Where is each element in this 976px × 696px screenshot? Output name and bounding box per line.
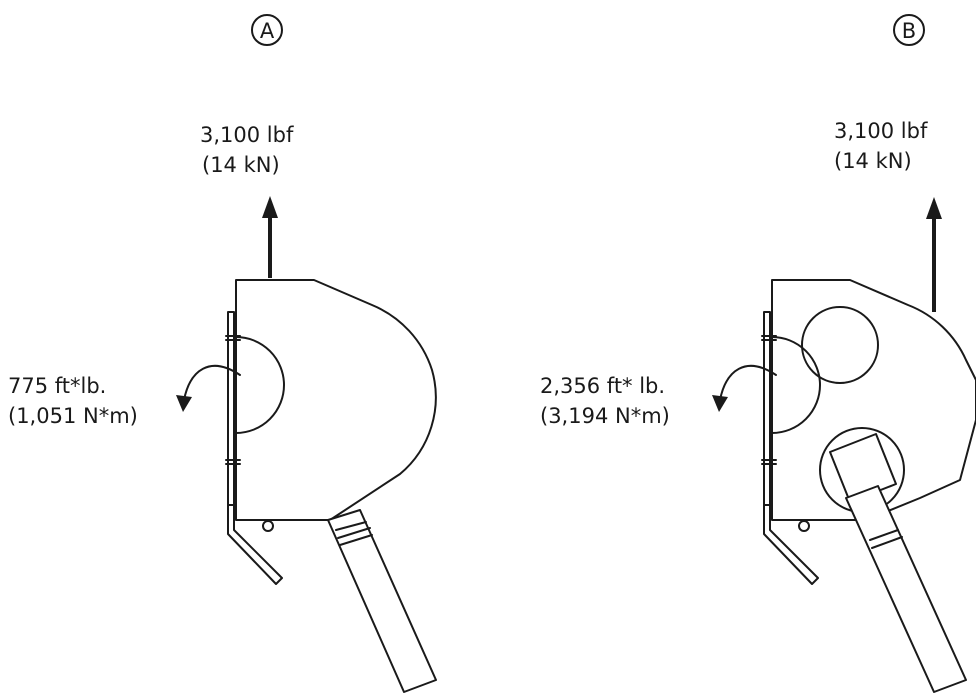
panel-b-handle [845, 485, 967, 693]
badge-circle-icon [251, 14, 283, 46]
panel-b-back-plate [763, 311, 771, 521]
panel-b-socket [829, 433, 897, 503]
panel-a-badge-letter: A [260, 19, 275, 43]
panel-a-moment-label-nm: (1,051 N*m) [8, 404, 138, 428]
panel-a-bracket-body [235, 279, 437, 521]
badge-circle-icon [893, 14, 925, 46]
panel-b-clamp-cutout [771, 336, 821, 434]
panel-b-moment-label-nm: (3,194 N*m) [540, 404, 670, 428]
panel-b-badge-letter: B [902, 19, 916, 43]
panel-a-force-arrow-icon [262, 196, 278, 278]
panel-b-moment-arrow-icon [719, 364, 777, 401]
panel-a-moment-arrowhead [176, 395, 192, 412]
panel-b-bracket-body [771, 279, 976, 521]
panel-a-back-plate [227, 311, 235, 521]
panel-a-bolt-icon [262, 520, 274, 532]
panel-b-force-arrow-icon [926, 197, 942, 312]
panel-a-force-label-kn: (14 kN) [202, 153, 280, 177]
panel-b-badge: B [893, 14, 925, 46]
panel-b-force-label-kn: (14 kN) [834, 149, 912, 173]
panel-a: A 3,100 lbf (14 kN) [8, 14, 437, 693]
panel-b: B 3,100 lbf (14 kN) [540, 14, 976, 693]
panel-a-moment-label-ftlb: 775 ft*lb. [8, 374, 106, 398]
panel-b-force-label-lbf: 3,100 lbf [834, 119, 928, 143]
panel-a-clamp-cutout [235, 336, 285, 434]
panel-a-handle [327, 509, 437, 693]
panel-a-foot [227, 504, 283, 585]
panel-b-moment-label-ftlb: 2,356 ft* lb. [540, 374, 665, 398]
panel-b-upper-hole [801, 306, 879, 384]
panel-a-force-label-lbf: 3,100 lbf [200, 123, 294, 147]
panel-b-bolt-icon [798, 520, 810, 532]
panel-b-foot [763, 504, 819, 585]
panel-a-moment-arrow-icon [183, 364, 241, 401]
panel-b-moment-arrowhead [712, 395, 728, 412]
panel-a-badge: A [251, 14, 283, 46]
